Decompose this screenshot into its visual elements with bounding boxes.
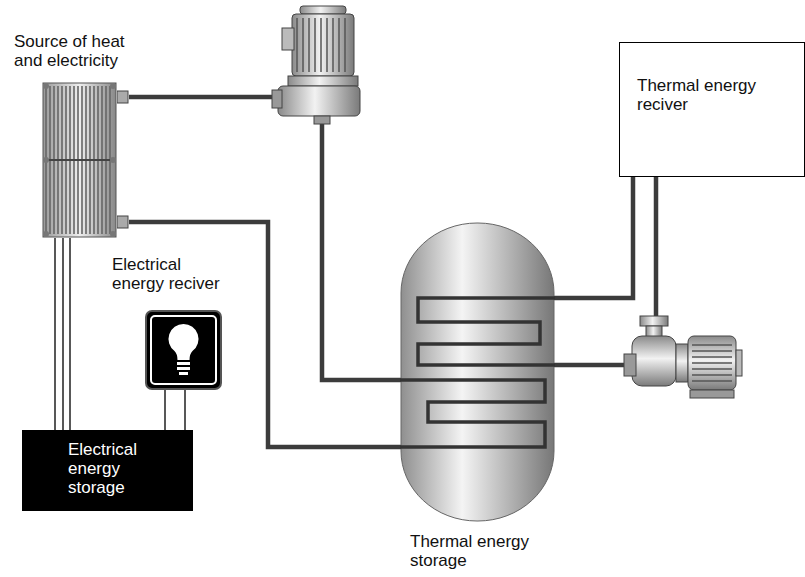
lamp-icon-outline bbox=[145, 310, 222, 390]
pipe-connector bbox=[554, 177, 633, 298]
node-label: Thermal energy reciver bbox=[637, 76, 797, 114]
wire-connector bbox=[165, 390, 185, 430]
lamp-icon bbox=[145, 310, 222, 390]
heat-exchanger-panel-outline bbox=[42, 82, 117, 238]
component-node: Thermal energy storage bbox=[395, 220, 565, 575]
node-label: Source of heat and electricity bbox=[14, 32, 142, 70]
pipe-flange-outline bbox=[117, 90, 129, 104]
heat-exchanger-panel bbox=[42, 82, 117, 238]
pipe-flange bbox=[117, 215, 129, 229]
process-box: Electrical energy storage bbox=[22, 430, 193, 511]
component-node: Source of heat and electricity bbox=[10, 32, 142, 242]
pipe-connector bbox=[129, 97, 401, 380]
component-node: Electrical energy reciver bbox=[108, 255, 234, 392]
horizontal-pump bbox=[624, 316, 742, 398]
node-label: Thermal energy storage bbox=[410, 532, 560, 570]
storage-tank bbox=[400, 222, 555, 522]
node-label: Electrical energy storage bbox=[68, 440, 178, 497]
vertical-pump bbox=[272, 6, 360, 124]
storage-tank-outline bbox=[400, 222, 555, 522]
process-box: Thermal energy reciver bbox=[619, 42, 805, 177]
node-label: Electrical energy reciver bbox=[112, 255, 234, 293]
wire-connector bbox=[55, 238, 70, 430]
pipe-flange-outline bbox=[117, 215, 129, 229]
pipe-flange bbox=[117, 90, 129, 104]
